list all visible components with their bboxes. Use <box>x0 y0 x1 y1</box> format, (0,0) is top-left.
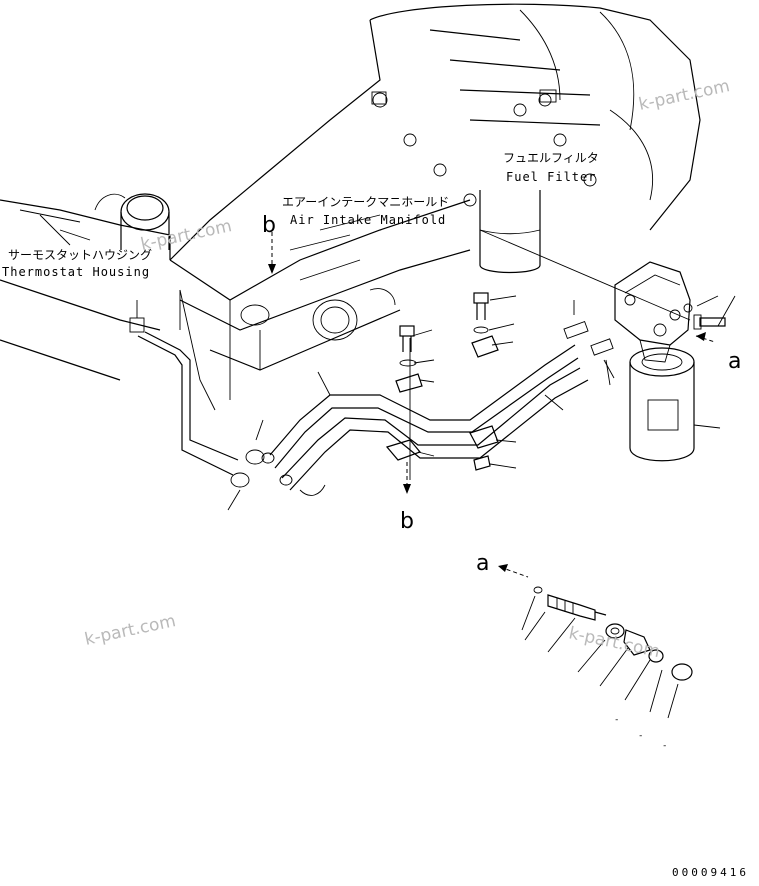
drawing-code: 00009416 <box>672 866 749 879</box>
engine-block-outline <box>0 3 701 400</box>
watermark: k-part.com <box>567 623 662 662</box>
spin-on-filter <box>629 347 721 462</box>
fuel-filter-label-en: Fuel Filter <box>506 170 596 184</box>
watermark: k-part.com <box>83 611 178 650</box>
watermark: k-part.com <box>637 76 732 115</box>
air-intake-label-en: Air Intake Manifold <box>290 213 446 227</box>
ref-a-bottom-label: a <box>476 551 489 576</box>
watermark: k-part.com <box>139 216 234 255</box>
exploded-connector-parts: - - - <box>521 586 693 751</box>
clamp-hardware <box>227 229 691 511</box>
svg-text:-: - <box>614 715 619 725</box>
ref-b-bottom-label: b <box>400 509 414 534</box>
ref-a-top-label: a <box>728 349 741 374</box>
air-intake-label-jp: エアーインテークマニホールド <box>282 195 449 209</box>
ref-b-top-label: b <box>262 213 276 238</box>
filter-head-bracket <box>614 261 736 363</box>
fuel-filter-label-jp: フュエルフィルタ <box>503 151 599 165</box>
fuel-hose-assembly <box>137 289 615 496</box>
thermostat-label-en: Thermostat Housing <box>2 265 150 279</box>
ref-a-indicators <box>498 332 716 578</box>
svg-text:-: - <box>662 741 667 751</box>
fuel-filter-rear <box>479 190 541 274</box>
ref-b-indicators <box>268 232 411 494</box>
svg-text:-: - <box>638 731 643 741</box>
thermostat-label-jp: サーモスタットハウジング <box>8 248 152 262</box>
